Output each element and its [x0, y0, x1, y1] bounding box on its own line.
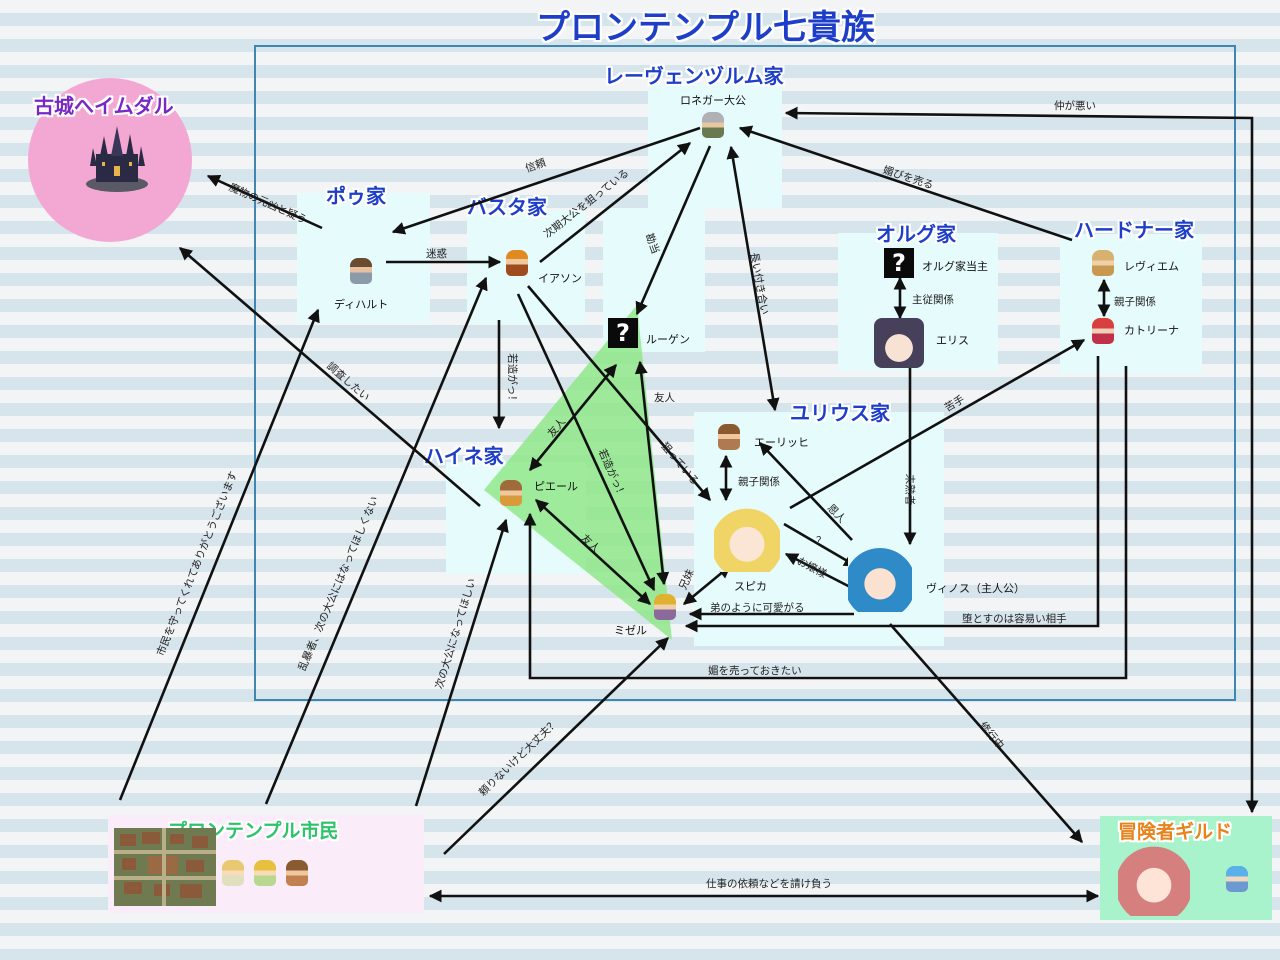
label-oyako-hardner: 親子関係	[1114, 296, 1156, 308]
label-mijukusha: 未熟者	[903, 473, 916, 506]
arrow-kyoudai	[682, 564, 732, 606]
eirich-name: エーリッヒ	[754, 436, 809, 449]
arrow-kobi	[738, 125, 1073, 242]
dihalt-sprite	[350, 258, 372, 284]
label-wakazou-1: 若造がっ！	[505, 353, 518, 406]
rugen-question-mark-icon: ?	[608, 318, 638, 348]
spica-name: スピカ	[734, 580, 767, 593]
citizen-sprite-1	[222, 860, 244, 886]
pou-title: ポゥ家	[326, 184, 386, 208]
pierre-name: ピエール	[534, 480, 578, 493]
iason-sprite	[506, 250, 528, 276]
arrow-kobi2	[523, 366, 1128, 680]
iason-name: イアソン	[538, 272, 582, 285]
spica-portrait	[714, 506, 780, 572]
leviem-name: レヴィエム	[1124, 260, 1179, 273]
arrow-shugyou	[889, 623, 1083, 843]
arrow-tayorinai	[443, 637, 669, 855]
olug-head-name: オルグ家当主	[922, 260, 988, 273]
town-map-icon	[114, 828, 216, 906]
citizen-sprite-3	[286, 860, 308, 886]
arrow-shimin-mamotte	[118, 308, 320, 801]
citizen-sprite-2	[254, 860, 276, 886]
arrow-question	[783, 522, 858, 568]
roneger-name: ロネガー大公	[680, 94, 746, 107]
guild-title: 冒険者ギルド	[1118, 821, 1233, 843]
label-yujin-3: 友人	[654, 392, 675, 404]
katrina-name: カトリーナ	[1124, 324, 1179, 337]
label-otosu: 堕とすのは容易い相手	[962, 613, 1067, 625]
label-shigoto: 仕事の依頼などを請け負う	[706, 878, 832, 890]
arrow-tsugi-taikou	[414, 518, 509, 807]
eris-portrait	[874, 318, 924, 368]
arrow-wakazou-2	[516, 293, 656, 592]
arrow-otosu	[684, 356, 1100, 633]
olug-head-question-mark-icon: ?	[884, 248, 914, 278]
label-otouto: 弟のように可愛がる	[710, 602, 805, 614]
castle-icon	[86, 126, 148, 192]
label-shujuu: 主従関係	[912, 294, 954, 306]
guild-member-sprite	[1226, 866, 1248, 892]
pierre-sprite	[500, 480, 522, 506]
label-oyako-yurius: 親子関係	[738, 476, 780, 488]
rugen-name: ルーゲン	[646, 333, 690, 346]
arrow-onjin	[759, 442, 853, 541]
arrow-shinrai	[391, 126, 701, 235]
eirich-sprite	[718, 424, 740, 450]
arrow-nigate	[789, 338, 1086, 510]
arrow-yujin-2	[535, 499, 651, 605]
arrow-chousa	[179, 247, 481, 507]
leviem-sprite	[1092, 250, 1114, 276]
arrow-kanto	[635, 145, 712, 316]
arrow-nagai-tsukiai	[726, 145, 780, 412]
roneger-sprite	[702, 112, 724, 138]
guild-receptionist-portrait	[1118, 846, 1190, 916]
arrow-yujin-3	[634, 360, 670, 586]
arrow-jiki-taikou	[539, 141, 692, 264]
vinos-portrait	[848, 548, 912, 612]
label-naka-ga-warui: 仲が悪い	[1054, 100, 1096, 112]
castle-title: 古城へイムダル	[34, 94, 174, 118]
label-meiwaku: 迷惑	[426, 248, 447, 260]
arrow-neratteiru	[527, 285, 711, 501]
arrow-mamono	[206, 174, 323, 230]
arrow-ranbou	[264, 276, 488, 805]
arrow-naka-ga-warui	[784, 106, 1259, 814]
rewen-title: レーヴェンヅルム家	[604, 64, 784, 88]
eris-name: エリス	[936, 334, 969, 347]
vinos-name: ヴィノス（主人公）	[926, 582, 1025, 595]
heine-title: ハイネ家	[424, 444, 504, 468]
label-question: ？	[816, 535, 827, 547]
mizel-name: ミゼル	[614, 624, 647, 637]
basta-title: バスタ家	[467, 195, 547, 219]
dihalt-name: ディハルト	[334, 298, 389, 311]
mizel-sprite	[654, 594, 676, 620]
main-title: プロンテンプル七貴族	[536, 8, 875, 48]
arrow-yujin-1	[528, 363, 618, 472]
label-kobi2: 媚を売っておきたい	[708, 665, 802, 677]
arrow-ojousama	[784, 552, 857, 592]
katrina-sprite	[1092, 318, 1114, 344]
